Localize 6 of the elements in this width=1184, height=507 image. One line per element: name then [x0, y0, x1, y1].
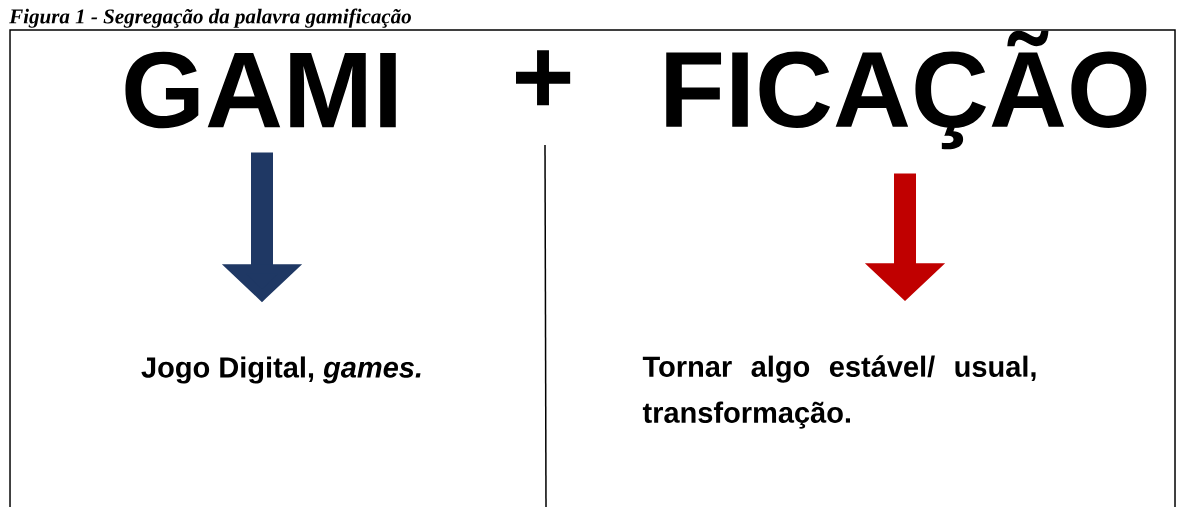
- meaning-text: Jogo Digital, games.: [141, 356, 421, 384]
- plus-sign: +: [516, 50, 571, 106]
- meaning-text: Tornar algo estável/ usual, transformação.: [642, 355, 1036, 429]
- word-part: GAMI: [125, 51, 396, 129]
- word-part: FICAÇÃO: [666, 30, 1147, 150]
- figure-caption: Figura 1 - Segregação da palavra gamificação: [9, 8, 411, 28]
